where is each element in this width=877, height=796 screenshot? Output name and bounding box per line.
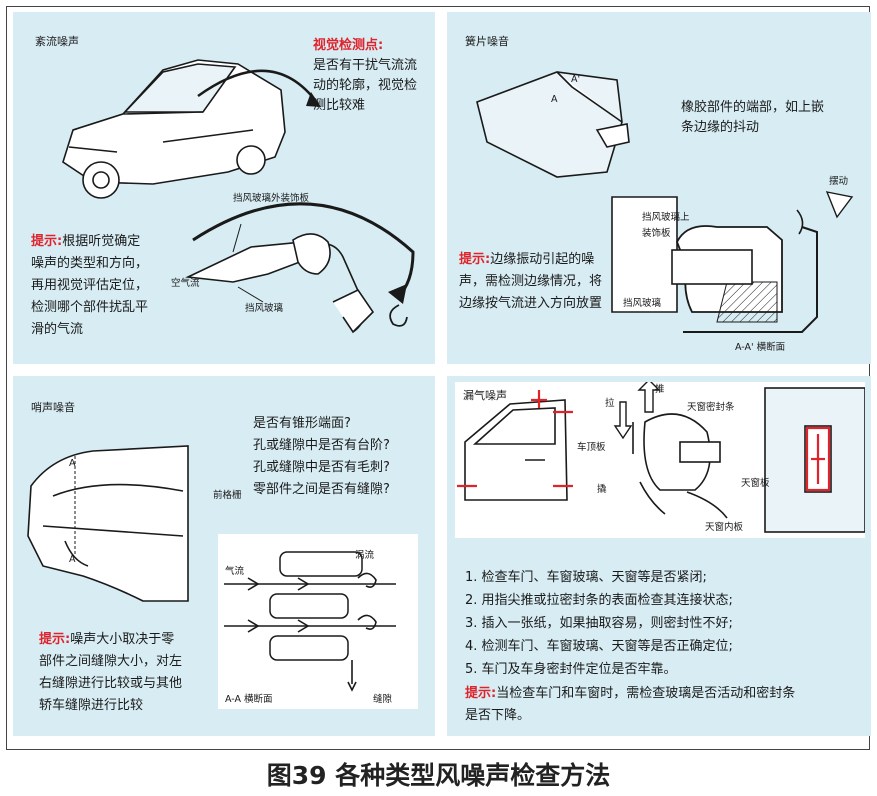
tip-label: 提示:	[31, 234, 63, 249]
blade-tip-line-2: 声，需检测边缘情况，将	[459, 274, 603, 289]
whistle-tip-text: 噪声大小取决于零	[70, 632, 175, 647]
whistle-title: 哨声噪音	[31, 401, 75, 414]
panel-whistle: 哨声噪音 A A 是否有锥形端面? 孔或缝隙中是否有台阶? 孔或缝隙中是否有毛刺…	[13, 376, 435, 736]
label-pry: 撬	[597, 484, 607, 495]
whistle-tip-line-1: 提示:噪声大小取决于零	[39, 630, 174, 650]
panel-turbulence: 紊流噪声 视觉检测点: 是否有干扰气流流 动的轮廓，视觉检 测比较难 挡风玻璃外…	[13, 12, 435, 364]
blade-tip-text: 边缘振动引起的噪	[490, 252, 595, 267]
blade-illustration	[476, 71, 854, 333]
blade-title: 簧片噪音	[465, 35, 509, 48]
whistle-label-a2: A	[69, 554, 76, 565]
turbulence-tip-line-2: 噪声的类型和方向，	[31, 256, 149, 271]
leak-drawings-box	[455, 382, 865, 538]
label-shake: 摆动	[829, 176, 849, 187]
leak-step-3: 3. 插入一张纸，如果抽取容易，则密封性不好;	[465, 616, 733, 631]
label-windshield-trim: 挡风玻璃外装饰板	[233, 193, 310, 204]
leak-step-4: 4. 检测车门、车窗玻璃、天窗等是否正确定位;	[465, 639, 733, 654]
blade-tip-label: 提示:	[459, 252, 491, 267]
whistle-tip-line-4: 轿车缝隙进行比较	[39, 698, 144, 713]
leak-tip-text: 当检查车门和车窗时，需检查玻璃是否活动和密封条	[496, 686, 796, 701]
question-1: 是否有锥形端面?	[253, 416, 351, 431]
blade-tip-line-1: 提示:边缘振动引起的噪	[459, 250, 594, 270]
whistle-tip-line-3: 右缝隙进行比较或与其他	[39, 676, 183, 691]
rubber-note-line-1: 橡胶部件的端部，如上嵌	[681, 100, 825, 115]
blade-section-label: A-A' 横断面	[735, 342, 786, 353]
label-a-prime: A'	[571, 74, 581, 85]
rubber-note-line-2: 条边缘的抖动	[681, 120, 760, 135]
tip-text: 根据听觉确定	[62, 234, 141, 249]
leak-tip-line-1: 提示:当检查车门和车窗时，需检查玻璃是否活动和密封条	[465, 684, 795, 704]
question-3: 孔或缝隙中是否有毛刺?	[253, 460, 390, 475]
label-upper-trim-1: 挡风玻璃上	[642, 212, 690, 223]
whistle-tip-line-2: 部件之间缝隙大小，对左	[39, 654, 183, 669]
turbulence-tip-line-3: 再用视觉评估定位，	[31, 278, 149, 293]
panel-blade: 簧片噪音 A A' 橡胶部件的端部，如上嵌 条边缘的抖动 摆动 挡风玻璃上 装饰…	[447, 12, 871, 364]
label-whistle-airflow: 气流	[225, 566, 245, 577]
leak-tip-line-2: 是否下降。	[465, 708, 531, 723]
label-pull: 拉	[605, 398, 615, 409]
label-upper-trim-2: 装饰板	[642, 228, 671, 239]
label-push: 推	[655, 384, 665, 395]
whistle-section-label: A-A 横断面	[225, 694, 273, 705]
label-airflow: 空气流	[171, 278, 200, 289]
figure-caption: 图39 各种类型风噪声检查方法	[266, 761, 611, 790]
label-vortex: 涡流	[355, 550, 375, 561]
label-gap: 缝隙	[373, 694, 393, 705]
whistle-section-drawing	[224, 551, 396, 692]
turbulence-tip-line-1: 提示:根据听觉确定	[31, 232, 140, 252]
blade-tip-line-3: 边缘按气流进入方向放置	[459, 296, 603, 311]
label-sunroof-seal: 天窗密封条	[687, 402, 735, 413]
turbulence-illustration	[62, 59, 415, 334]
leak-step-5: 5. 车门及车身密封件定位是否牢靠。	[465, 662, 677, 677]
turbulence-title: 紊流噪声	[35, 35, 79, 48]
whistle-tip-label: 提示:	[39, 632, 71, 647]
label-a: A	[551, 94, 558, 105]
question-2: 孔或缝隙中是否有台阶?	[253, 438, 390, 453]
leak-step-2: 2. 用指尖推或拉密封条的表面检查其连接状态;	[465, 593, 733, 608]
label-sunroof-inner: 天窗内板	[705, 522, 744, 533]
leak-step-1: 1. 检查车门、车窗玻璃、天窗等是否紧闭;	[465, 570, 707, 585]
visual-check-line-3: 测比较难	[313, 98, 366, 113]
label-roof-panel: 车顶板	[577, 442, 606, 453]
visual-check-line-2: 动的轮廓，视觉检	[313, 78, 418, 93]
label-sunroof-panel: 天窗板	[741, 478, 770, 489]
panel-leak: 漏气噪声 拉 推 天窗密封条 车顶板 天窗板 撬 天窗内板 1. 检查车门、车窗…	[447, 376, 871, 736]
label-blade-windshield: 挡风玻璃	[623, 298, 662, 309]
leak-tip-label: 提示:	[465, 686, 497, 701]
whistle-illustration	[27, 445, 189, 602]
leak-title: 漏气噪声	[463, 389, 507, 402]
visual-check-line-1: 是否有干扰气流流	[313, 58, 418, 73]
whistle-section-box	[218, 534, 418, 709]
label-grille: 前格栅	[213, 490, 242, 501]
turbulence-tip-line-4: 检测哪个部件扰乱平	[31, 300, 149, 315]
question-4: 零部件之间是否有缝隙?	[253, 482, 390, 497]
turbulence-tip-line-5: 滑的气流	[31, 322, 84, 337]
leak-illustration	[457, 382, 865, 533]
whistle-label-a1: A	[69, 458, 76, 469]
label-windshield: 挡风玻璃	[245, 303, 284, 314]
visual-check-title: 视觉检测点:	[313, 38, 384, 53]
